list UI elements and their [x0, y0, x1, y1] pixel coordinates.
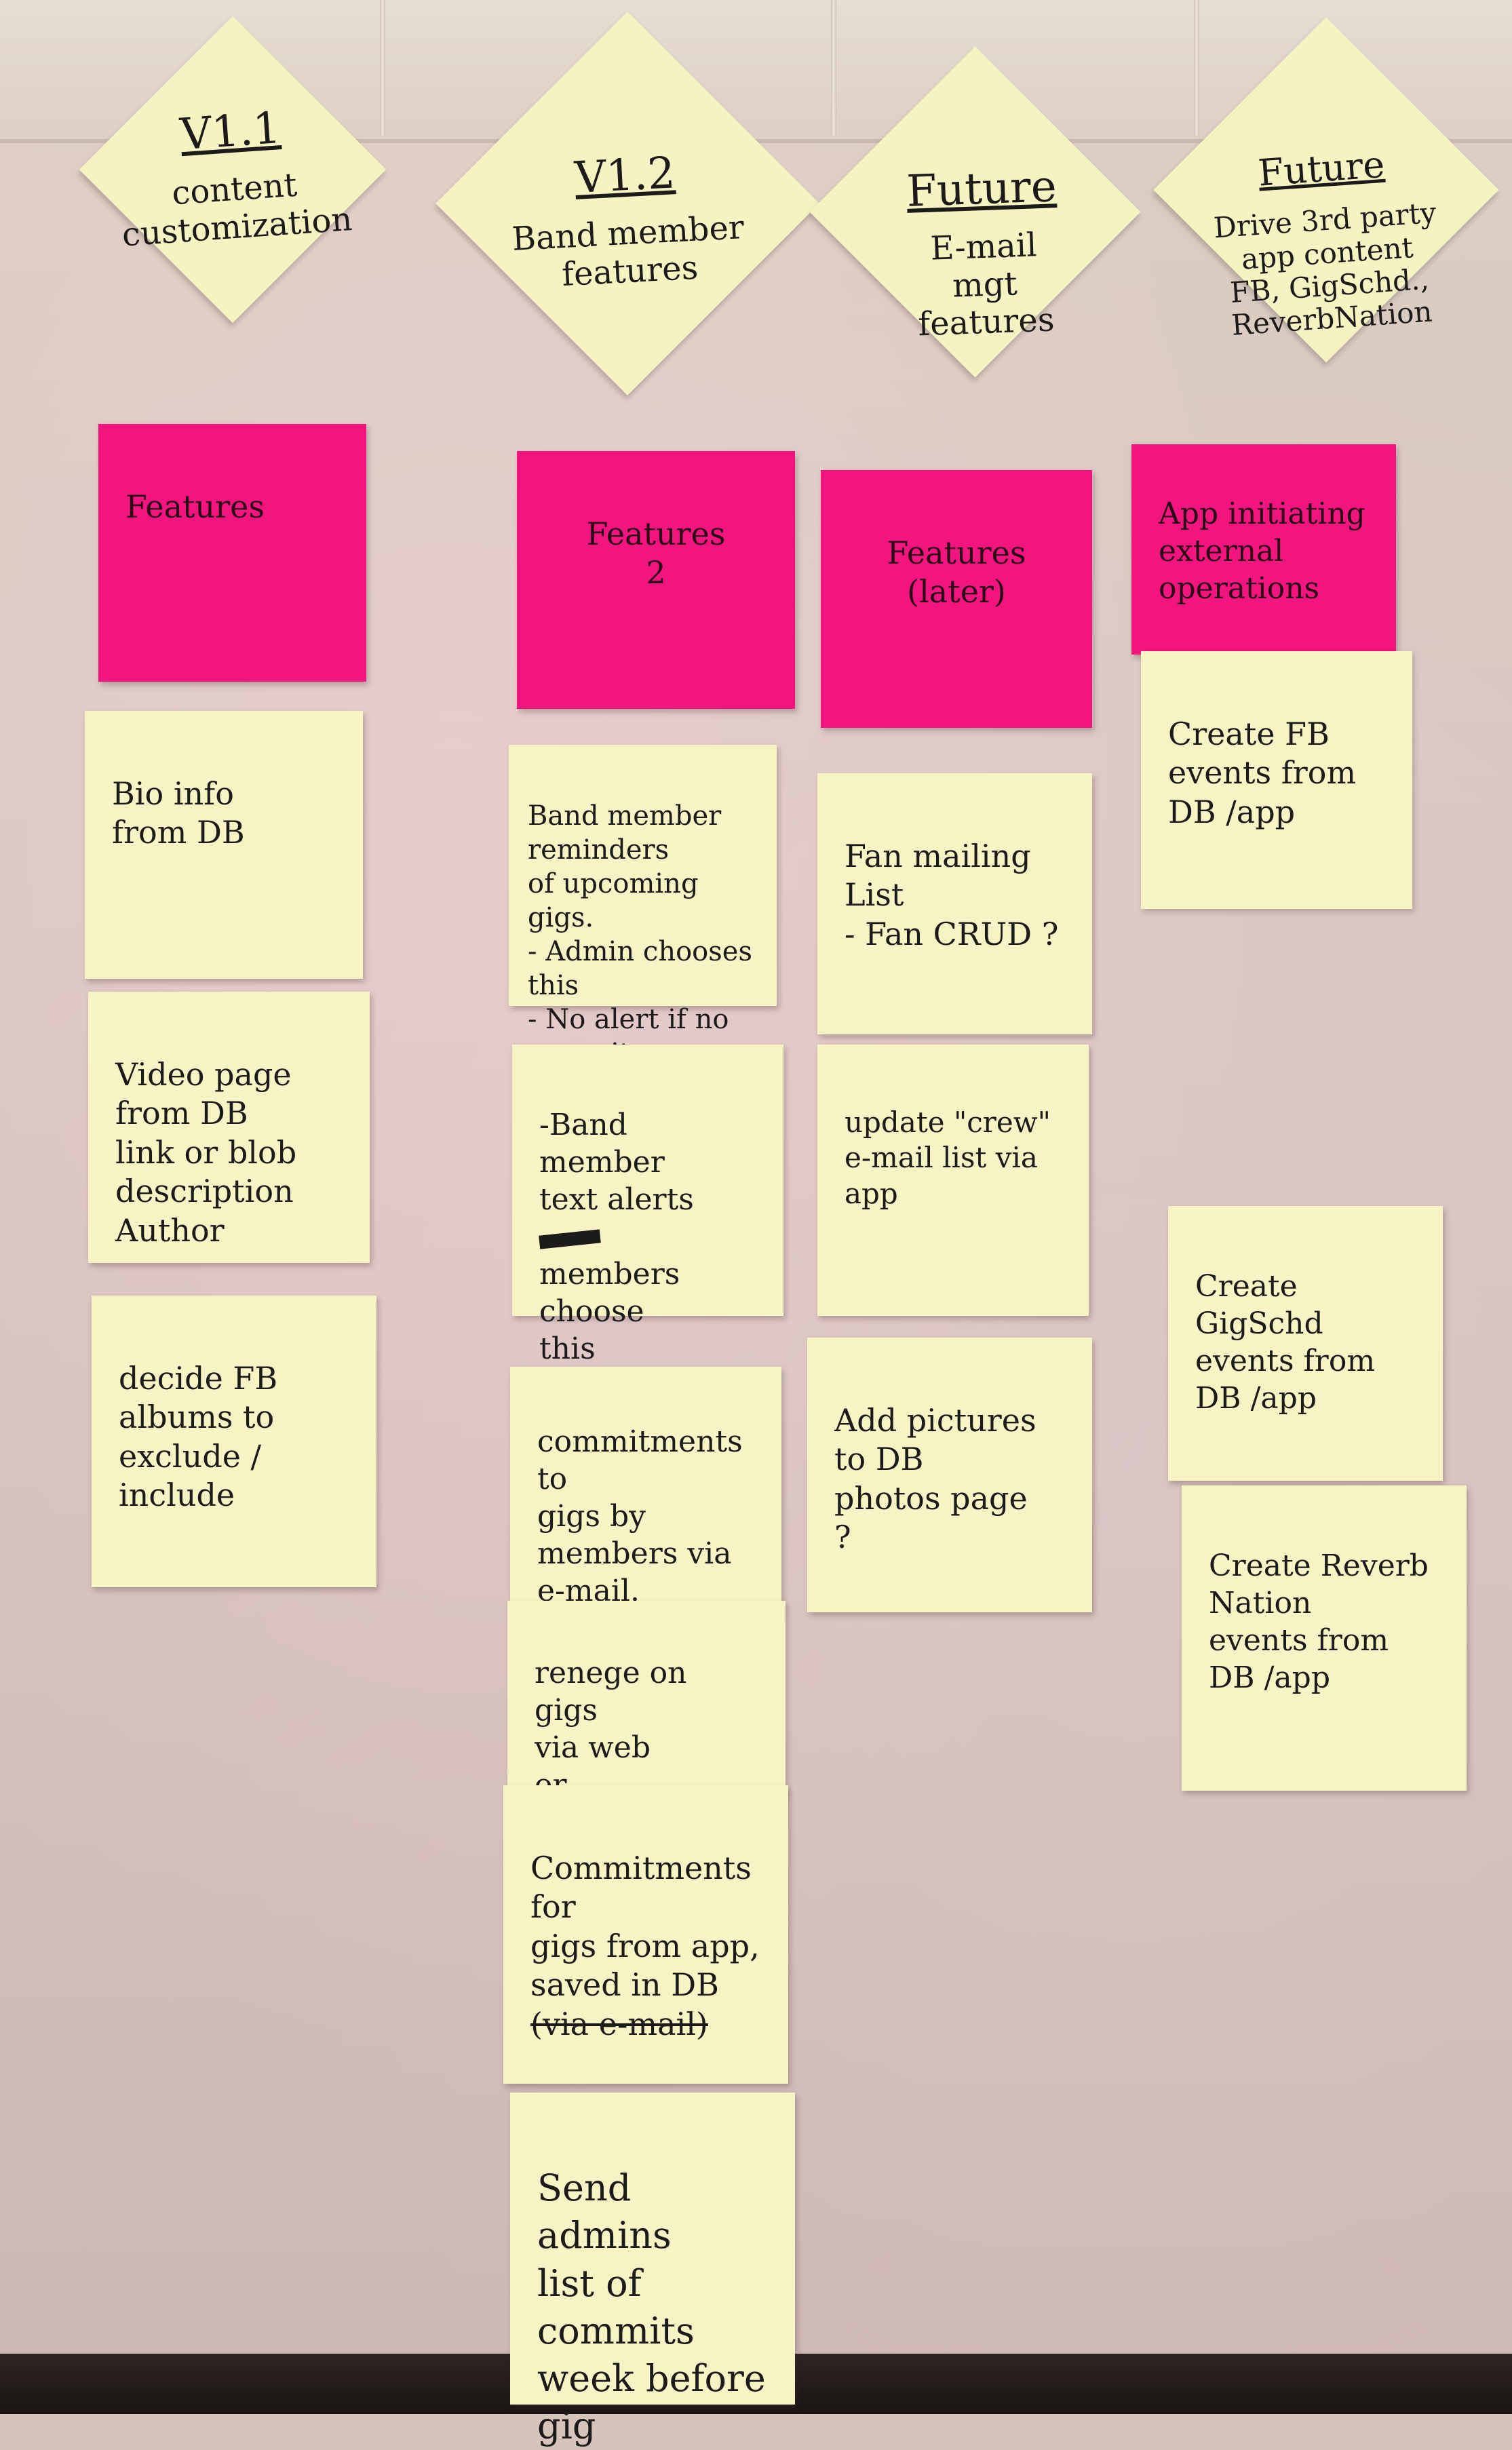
category-label: App initiating external operations — [1159, 497, 1365, 606]
feature-note: commitments to gigs by members via e-mai… — [510, 1367, 781, 1614]
category-note-external-operations: App initiating external operations — [1131, 444, 1396, 655]
feature-note-text: Add pictures to DB photos page ? — [834, 1401, 1036, 1556]
feature-note-text: members choose this — [539, 1257, 680, 1366]
release-subtitle: Band member features — [511, 208, 745, 294]
feature-note-text: Fan mailing List - Fan CRUD ? — [845, 837, 1059, 952]
feature-note: Create Reverb Nation events from DB /app — [1182, 1485, 1467, 1791]
category-label: Features — [125, 488, 265, 525]
feature-note-text: commitments to gigs by members via e-mai… — [537, 1424, 743, 1608]
release-label-future-email: Future E-mail mgt features — [848, 148, 1119, 347]
feature-note-text: -Band member text alerts — [539, 1108, 694, 1217]
feature-note-text: Video page from DB link or blob descript… — [115, 1055, 297, 1249]
release-subtitle: Drive 3rd party app content FB, GigSchd.… — [1212, 196, 1437, 343]
category-note-features: Features — [98, 424, 366, 682]
feature-note: renege on gigs via web or e-mail — [507, 1601, 786, 1840]
feature-note-text: update "crew" e-mail list via app — [845, 1105, 1051, 1210]
feature-note: Send admins list of commits week before … — [510, 2093, 795, 2447]
release-subtitle: content customization — [121, 166, 353, 254]
ledge-seam — [1194, 0, 1199, 136]
feature-note-text: Bio info from DB — [112, 775, 245, 851]
feature-note: decide FB albums to exclude / include — [92, 1296, 376, 1587]
feature-note-text: Commitments for gigs from app, saved in … — [530, 1849, 760, 2004]
feature-note-text: Create GigSchd events from DB /app — [1195, 1269, 1376, 1416]
category-note-features-2: Features 2 — [517, 451, 795, 709]
release-title: V1.2 — [573, 148, 677, 203]
release-title: Future — [906, 161, 1058, 217]
feature-note: Create GigSchd events from DB /app — [1168, 1206, 1443, 1481]
ledge-seam — [831, 0, 836, 136]
release-subtitle: E-mail mgt features — [917, 226, 1055, 344]
release-title: Future — [1256, 142, 1387, 195]
feature-note: Create FB events from DB /app — [1141, 651, 1412, 909]
release-label-v1-2: V1.2 Band member features — [464, 131, 791, 317]
release-title: V1.1 — [178, 103, 283, 161]
feature-note: Video page from DB link or blob descript… — [88, 992, 370, 1263]
category-label: Features 2 — [586, 515, 726, 591]
feature-note: update "crew" e-mail list via app — [817, 1045, 1089, 1316]
feature-note: Commitments for gigs from app, saved in … — [503, 1785, 788, 2084]
feature-note-text: Create Reverb Nation events from DB /app — [1209, 1549, 1429, 1695]
feature-note-text: Send admins list of commits week before … — [537, 2166, 766, 2448]
ledge-seam — [380, 0, 385, 136]
feature-note: Add pictures to DB photos page ? — [807, 1338, 1092, 1612]
feature-note-text: Band member reminders of upcoming gigs. … — [528, 800, 752, 1069]
feature-note-text: decide FB albums to exclude / include — [119, 1359, 278, 1514]
category-note-features-later: Features (later) — [821, 470, 1092, 728]
feature-note-text: Create FB events from DB /app — [1168, 715, 1357, 830]
feature-note: Fan mailing List - Fan CRUD ? — [817, 773, 1092, 1034]
feature-note: Band member reminders of upcoming gigs. … — [509, 745, 777, 1069]
release-label-future-3rd-party: Future Drive 3rd party app content FB, G… — [1160, 125, 1492, 350]
scribbled-out-mark — [539, 1228, 601, 1249]
category-label: Features (later) — [887, 534, 1026, 610]
struck-text: (via e-mail) — [530, 2005, 708, 2042]
release-label-v1-1: V1.1 content customization — [82, 85, 385, 281]
feature-note: -Band member text alerts members choose … — [512, 1045, 783, 1366]
feature-note: Bio info from DB — [85, 711, 363, 979]
